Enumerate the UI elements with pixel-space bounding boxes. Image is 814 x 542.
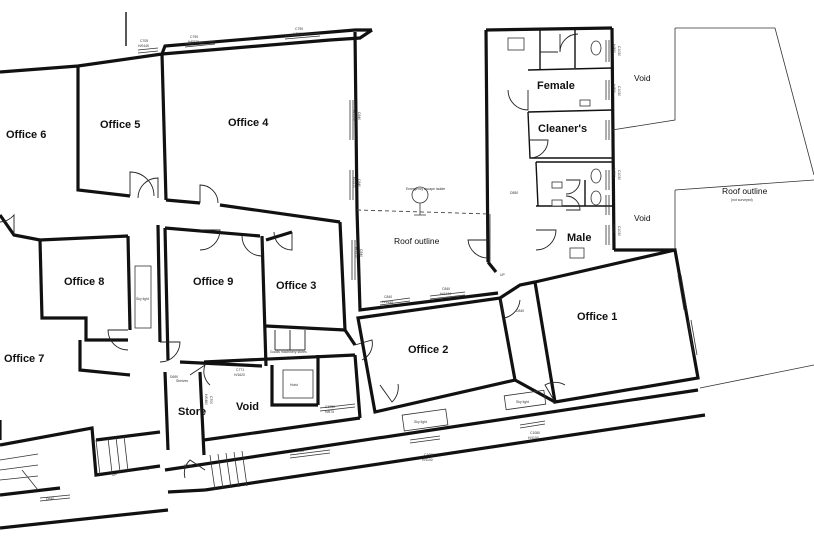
tag-c705: C705: [140, 39, 148, 43]
office-6-label: Office 6: [6, 129, 46, 141]
tag-c840a-sub: H/1510: [352, 110, 356, 121]
toilet-icon: [590, 190, 602, 206]
sky-light-mid: [401, 408, 449, 432]
tag-c790b-sub: H/805: [293, 32, 302, 36]
tag-c1030b: C1030: [617, 86, 621, 96]
sink-icon: [569, 247, 585, 259]
tag-c705-sub: H/0445: [138, 44, 149, 48]
tag-c840e: C840: [442, 287, 450, 291]
windows: [39, 32, 698, 502]
office-2-label: Office 2: [408, 344, 448, 356]
tag-c1080b-sub: H/1100: [528, 436, 539, 440]
sky-light-left-note: Sky light: [136, 297, 149, 301]
void-lower-label: Void: [236, 401, 259, 413]
roof-outline-right-label: Roof outline: [722, 186, 768, 196]
tag-c700-sub: H/0480: [204, 394, 208, 405]
sink-icon: [579, 99, 591, 107]
male-label: Male: [567, 232, 591, 244]
office-8-label: Office 8: [64, 276, 104, 288]
tag-c771-sub: H/1620: [234, 373, 245, 377]
tag-d850: D850: [510, 191, 518, 195]
roof-outline-center-label: Roof outline: [394, 236, 440, 246]
void-lower-right-label: Void: [634, 213, 651, 223]
sky-light-mid-note: Sky light: [414, 420, 427, 424]
tag-c700: C700: [209, 396, 213, 404]
walls: [0, 12, 706, 530]
tag-c1080b: C1080: [530, 431, 540, 435]
tag-c840e-sub: H/1444: [440, 292, 451, 296]
cleaners-label: Cleaner's: [538, 123, 587, 135]
tag-c840a: C840: [357, 112, 361, 120]
emergency-escape-note: Emergency escape ladder: [406, 187, 446, 191]
tag-c1080a: C1080: [424, 453, 434, 457]
stair-up-1: UP: [146, 467, 151, 471]
sink-icon: [551, 181, 563, 189]
tag-c1030c-sub: H/480: [612, 168, 616, 177]
tag-c840d-sub: H/1444: [382, 300, 393, 304]
tag-d640: D640: [46, 497, 54, 501]
tag-c840c-sub: H/1510: [354, 247, 358, 258]
tag-d840: D840: [516, 309, 524, 313]
section-tags: C705 H/0445 C790 H/0520 C790 H/805 C840 …: [46, 27, 621, 501]
tag-c790: C790: [190, 35, 198, 39]
roof-outline-right-note: (not surveyed): [731, 198, 753, 202]
female-label: Female: [537, 80, 575, 92]
toilet-icon: [590, 168, 602, 184]
office-9-label: Office 9: [193, 276, 233, 288]
roof-outlines: [356, 27, 814, 389]
tag-c1080a-sub: H/1100: [422, 458, 433, 462]
office-4-label: Office 4: [228, 117, 269, 129]
tag-c840b-sub: H/1570: [352, 177, 356, 188]
tag-d690: D690: [170, 375, 178, 379]
tag-d720: D720: [296, 449, 304, 453]
tag-c840c: C840: [359, 249, 363, 257]
office-7-label: Office 7: [4, 353, 44, 365]
hoist-box: [282, 369, 314, 399]
tag-c1030a: C1030: [617, 46, 621, 56]
tag-c1030c: C1030: [617, 170, 621, 180]
tag-c771: C771: [236, 368, 244, 372]
store-label: Store: [178, 406, 206, 418]
room-labels: Office 6 Office 5 Office 4 Office 8 Offi…: [4, 73, 768, 418]
tag-c790-sub: H/0520: [188, 40, 199, 44]
goods-stores-note: Goods machinery stores: [270, 350, 307, 354]
tag-c1030d-sub: H/480: [612, 224, 616, 233]
stairs: [0, 435, 248, 491]
sky-light-right: [503, 389, 547, 411]
fixtures: [411, 37, 602, 259]
sky-light-right-note: Sky light: [516, 400, 529, 404]
toilet-icon: [590, 40, 602, 56]
hoist-note: Hoist: [290, 383, 298, 387]
office-1-label: Office 1: [577, 311, 617, 323]
tag-c840d: C840: [384, 295, 392, 299]
tag-c1030a-sub: H/480: [612, 44, 616, 53]
sink-icon: [507, 37, 525, 51]
tag-c790b: C790: [295, 27, 303, 31]
tag-c1050-sub: H/875: [325, 410, 334, 414]
sink-icon: [551, 199, 563, 207]
tag-c840b: C840: [357, 179, 361, 187]
stair-up-3: UP: [500, 273, 505, 277]
sky-lights: [134, 265, 547, 432]
tag-c1030b-sub: H/480: [612, 84, 616, 93]
sky-light-left: [134, 265, 152, 329]
tag-d760: D760: [184, 464, 192, 468]
tag-c1050: C1050: [325, 405, 335, 409]
annotations: Emergency escape ladder Goods machinery …: [112, 187, 529, 477]
void-upper-right-label: Void: [634, 73, 651, 83]
tag-c1030d: C1030: [617, 226, 621, 236]
store-tag-note: Shelves: [176, 379, 188, 383]
doors: [0, 33, 581, 479]
office-3-label: Office 3: [276, 280, 316, 292]
office-5-label: Office 5: [100, 119, 140, 131]
stair-up-2: UP: [112, 473, 117, 477]
